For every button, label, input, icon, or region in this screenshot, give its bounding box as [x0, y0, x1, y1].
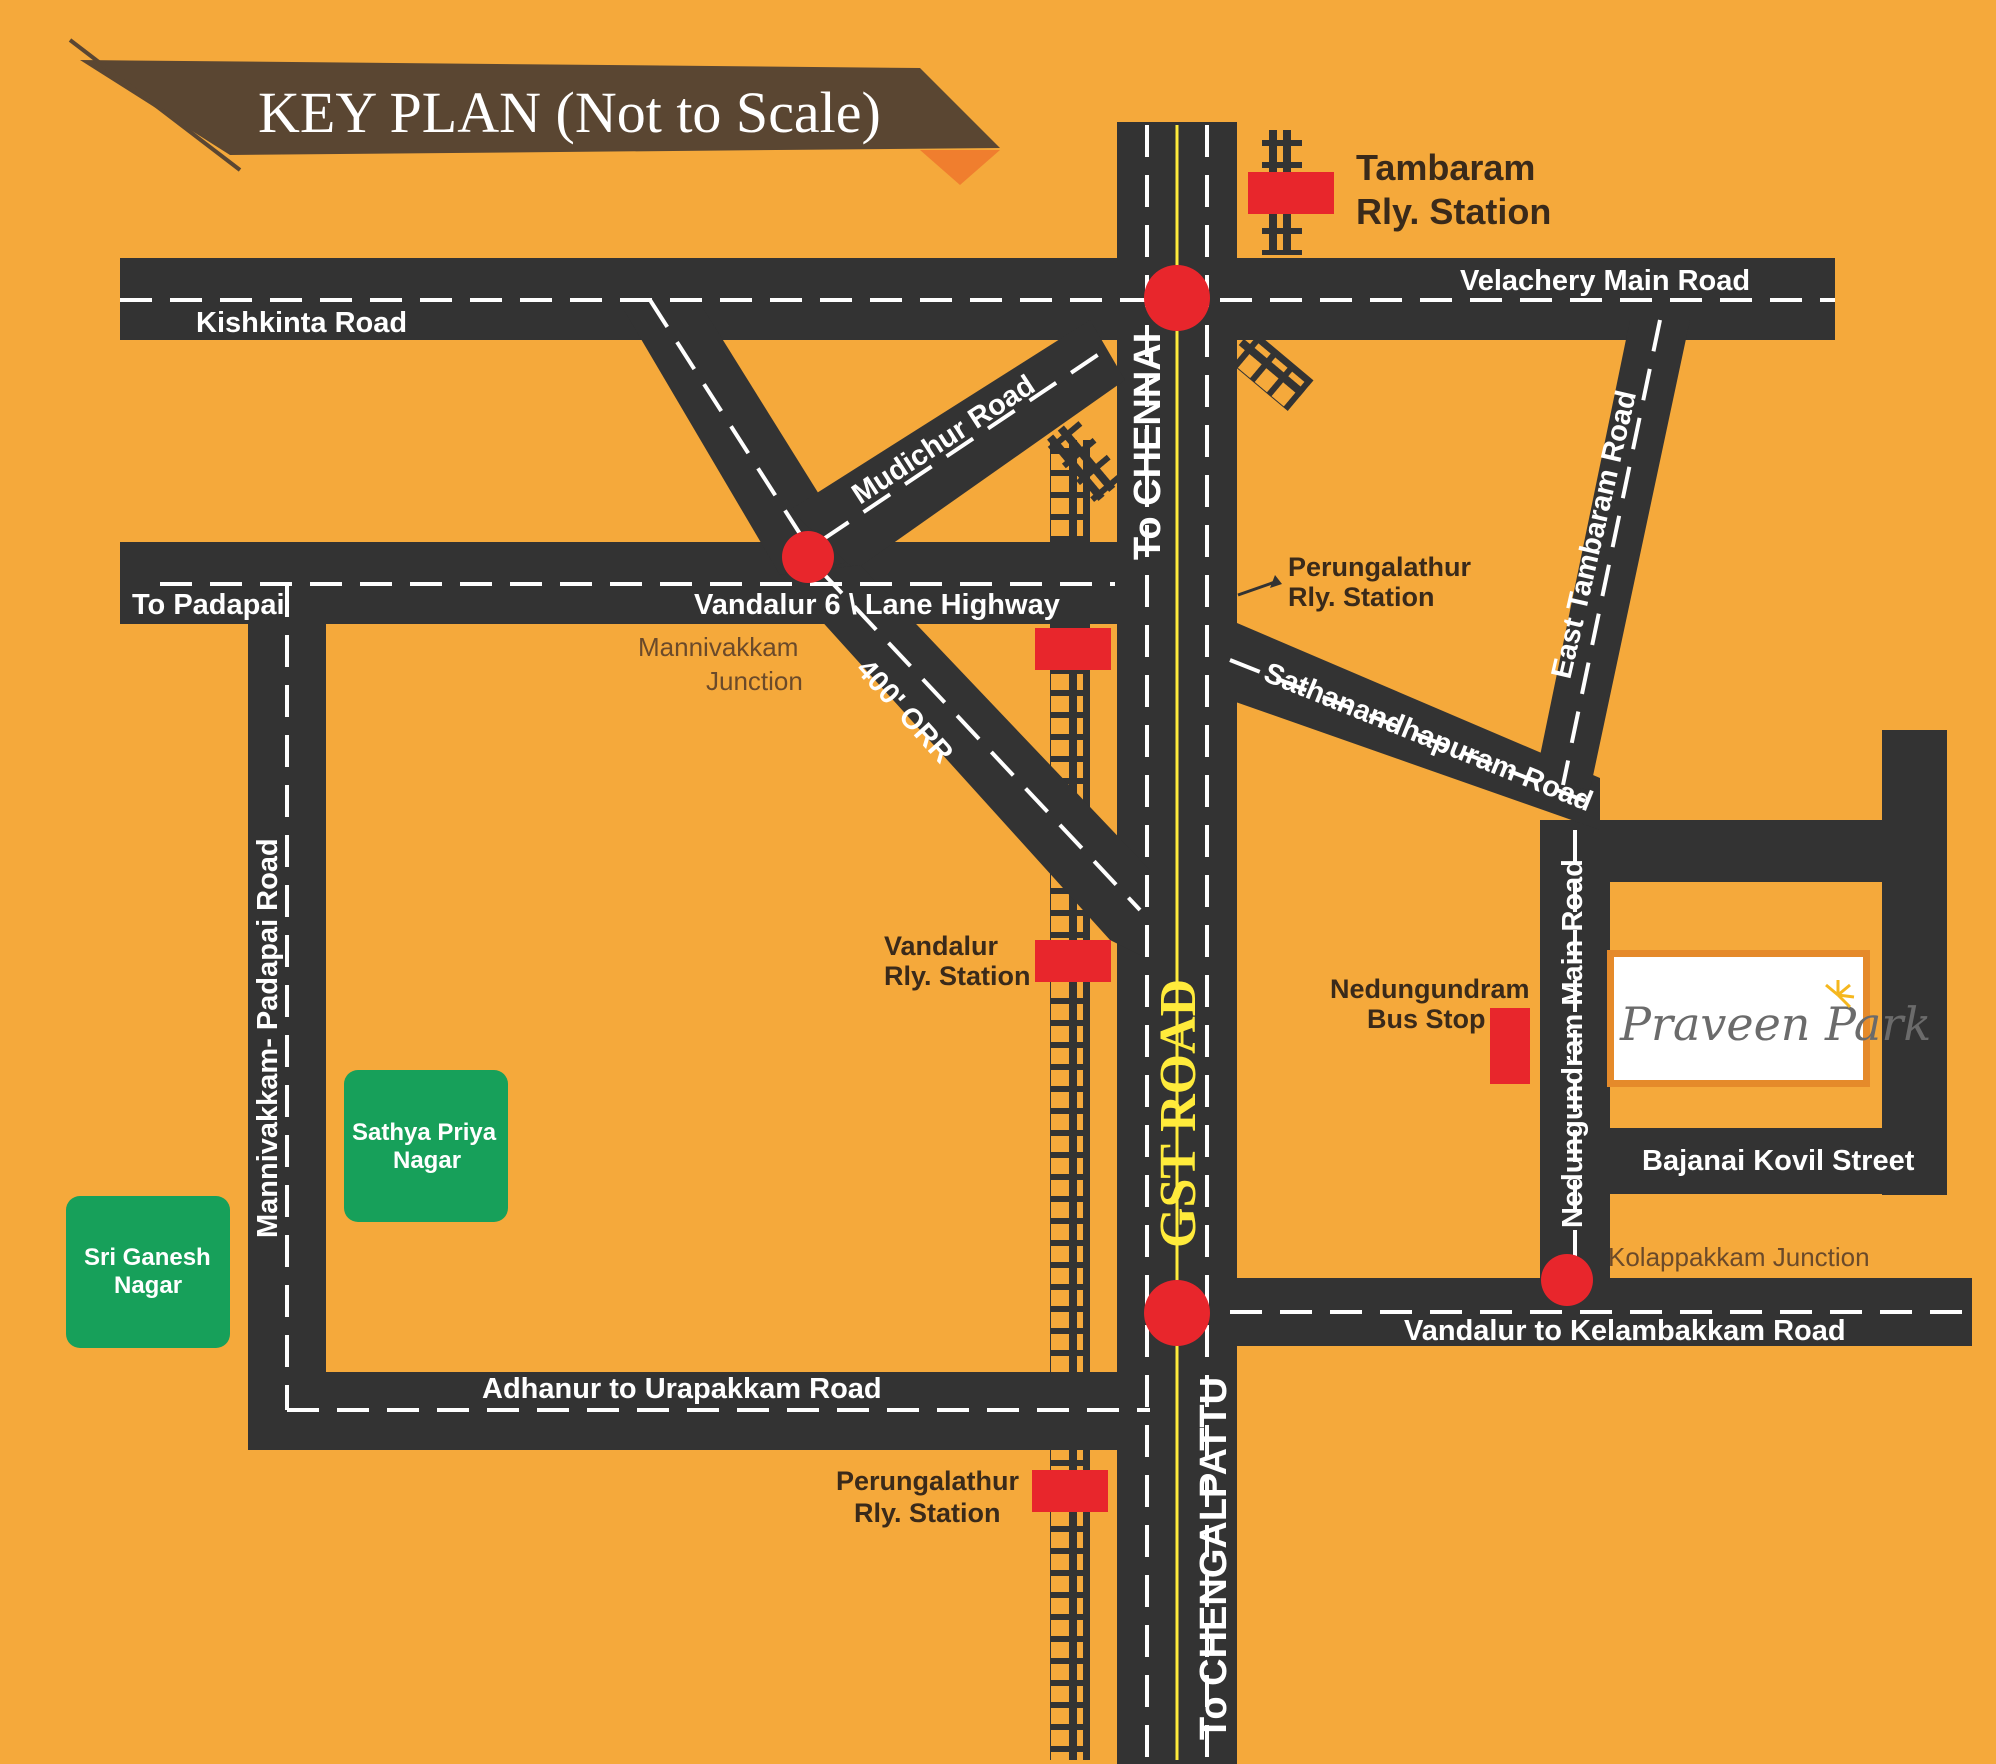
perungalathur-north-label: Perungalathur — [1288, 552, 1472, 582]
sun-icon — [1825, 980, 1855, 1009]
sri-ganesh-nagar-block — [66, 1196, 230, 1348]
perungalathur-north-label-2: Rly. Station — [1288, 582, 1435, 612]
bajanai-kovil-street — [1540, 1128, 1947, 1194]
mannivakkam-junction-label-2: Junction — [706, 666, 803, 696]
perungalathur-north-station-marker — [1035, 628, 1111, 670]
to-chengalpattu-label: To CHENGALPATTU — [1193, 1377, 1235, 1740]
map-title: KEY PLAN (Not to Scale) — [258, 80, 881, 145]
vandalur-highway-label: Vandalur 6 \ Lane Highway — [694, 589, 1060, 621]
sathya-priya-nagar-label-2: Nagar — [393, 1147, 461, 1174]
tambaram-station-marker — [1248, 172, 1334, 214]
kolappakkam-junction-marker — [1541, 1254, 1593, 1306]
nedungundram-bus-stop-label: Nedungundram — [1330, 974, 1530, 1004]
railway-track-curve-mid — [1043, 416, 1127, 504]
velachery-gst-junction-marker — [1144, 265, 1210, 331]
nedungundram-bus-stop-label-2: Bus Stop — [1367, 1004, 1486, 1034]
junction-markers — [782, 265, 1593, 1346]
sathanandhapuram-road — [1230, 620, 1600, 830]
nedungundram-bus-stop-marker — [1490, 1008, 1530, 1084]
perungalathur-pointer-arrow — [1237, 580, 1276, 597]
project-box — [1614, 957, 1863, 1080]
sathya-priya-nagar-block — [344, 1070, 508, 1222]
bajanai-loop-right — [1882, 730, 1947, 1195]
vandalur-station-label-2: Rly. Station — [884, 961, 1031, 991]
sathya-priya-nagar-label: Sathya Priya — [352, 1119, 497, 1146]
project-logo: Praveen Park — [1619, 997, 1931, 1051]
gst-kelambakkam-junction-marker — [1144, 1280, 1210, 1346]
adhanur-road-label: Adhanur to Urapakkam Road — [482, 1373, 882, 1405]
sri-ganesh-nagar-label: Sri Ganesh — [84, 1244, 211, 1271]
mannivakkam-padapai-road-label: Mannivakkam- Padapai Road — [252, 838, 284, 1238]
velachery-road-label: Velachery Main Road — [1460, 265, 1750, 297]
perungalathur-south-label: Perungalathur — [836, 1466, 1020, 1496]
mannivakkam-junction-label: Mannivakkam — [638, 632, 798, 662]
mannivakkam-junction-marker — [782, 531, 834, 583]
gst-road-label: GST ROAD — [1150, 979, 1207, 1248]
railway-track-curve-north — [1226, 328, 1314, 412]
vandalur-station-marker — [1035, 940, 1111, 982]
vandalur-station-label: Vandalur — [884, 931, 999, 961]
lane-markings — [120, 125, 1972, 1760]
east-tambaram-road — [1535, 320, 1690, 790]
lane-kishkinta-branch — [648, 298, 822, 567]
bajanai-loop-top — [1540, 820, 1940, 882]
lane-east-tambaram — [1561, 319, 1662, 786]
tambaram-station-label-2: Rly. Station — [1356, 191, 1551, 232]
perungalathur-south-label-2: Rly. Station — [854, 1498, 1001, 1528]
station-markers — [1032, 172, 1530, 1512]
sri-ganesh-nagar-label-2: Nagar — [114, 1272, 182, 1299]
kolappakkam-junction-label: Kolappakkam Junction — [1608, 1242, 1870, 1272]
lane-orr — [818, 568, 1142, 912]
nedungundram-main-road-label: Nedungundram Main Road — [1557, 859, 1589, 1228]
title-banner: KEY PLAN (Not to Scale) — [68, 38, 1000, 185]
lane-mudichur — [820, 348, 1107, 542]
bajanai-street-label: Bajanai Kovil Street — [1642, 1145, 1915, 1177]
kishkinta-road-label: Kishkinta Road — [196, 307, 407, 339]
arrow-head-icon — [1270, 575, 1282, 588]
perungalathur-south-station-marker — [1032, 1470, 1108, 1512]
tambaram-station-label: Tambaram — [1356, 147, 1535, 188]
to-padapai-label: To Padapai — [132, 589, 285, 621]
lane-sathanandhapuram — [1229, 658, 1596, 807]
kelambakkam-road-label: Vandalur to Kelambakkam Road — [1404, 1315, 1846, 1347]
orr-road — [780, 565, 1150, 960]
to-chennai-label: To CHENNAI — [1127, 333, 1169, 560]
